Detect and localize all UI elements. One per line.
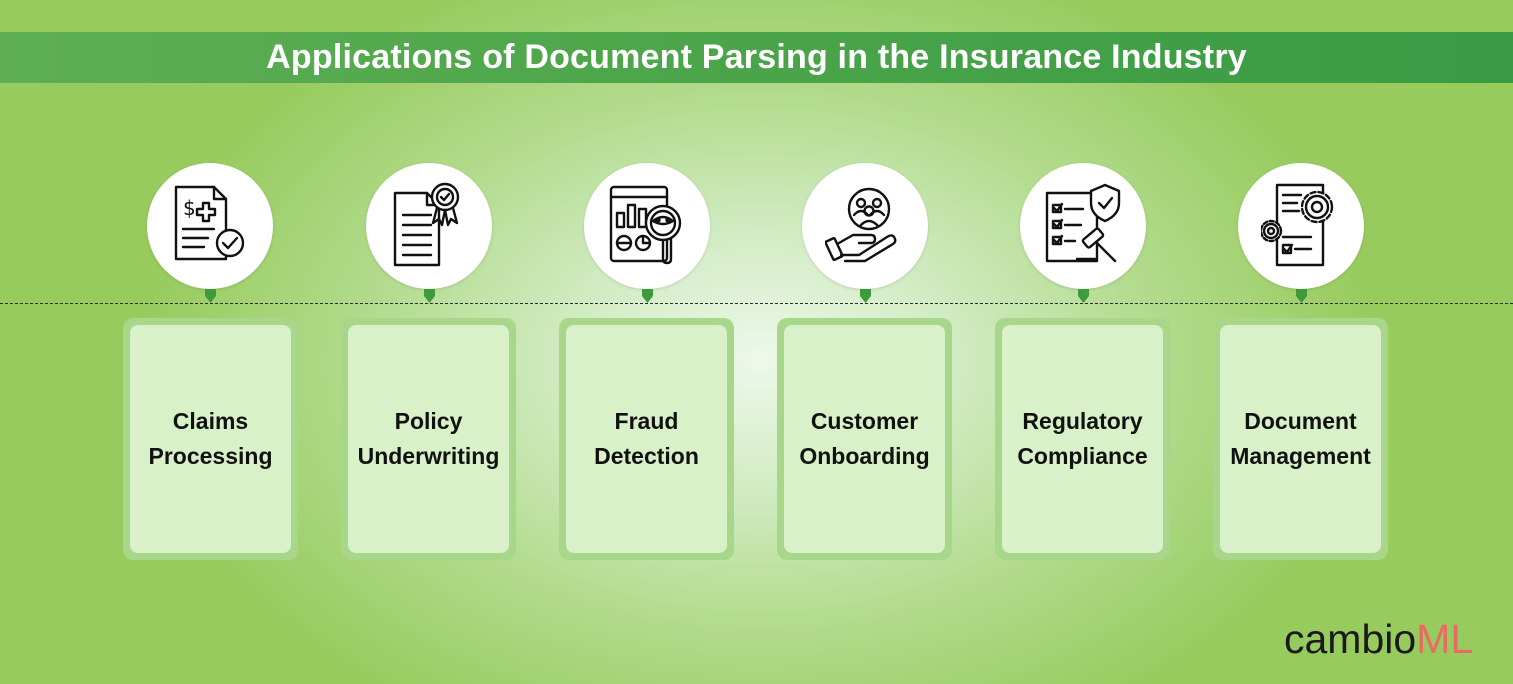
document-gears-icon (1261, 183, 1334, 267)
pin-marker (1078, 289, 1089, 303)
fraud-analytics-icon (609, 185, 682, 265)
pin-marker (860, 289, 871, 303)
card-fraud-detection: Fraud Detection (559, 318, 734, 560)
svg-text:$: $ (183, 196, 196, 220)
document-management-icon-circle (1238, 163, 1364, 289)
pin-marker (642, 289, 653, 303)
onboarding-icon-circle (802, 163, 928, 289)
card-document-management: Document Management (1213, 318, 1388, 560)
customer-hand-icon (825, 187, 897, 263)
card-label: Document Management (1230, 408, 1371, 469)
card-label: Policy Underwriting (357, 408, 500, 469)
pin-marker (1296, 289, 1307, 303)
card-label: Claims Processing (148, 408, 273, 469)
card-claims-processing: Claims Processing (123, 318, 298, 560)
card-customer-onboarding: Customer Onboarding (777, 318, 952, 560)
claim-document-icon: $ (174, 185, 245, 261)
timeline-divider (0, 303, 1513, 304)
fraud-icon-circle (584, 163, 710, 289)
logo-main-text: cambio (1284, 616, 1417, 662)
underwriting-icon-circle (366, 163, 492, 289)
claims-icon-circle: $ (147, 163, 273, 289)
card-regulatory-compliance: Regulatory Compliance (995, 318, 1170, 560)
title-banner: Applications of Document Parsing in the … (0, 32, 1513, 83)
card-policy-underwriting: Policy Underwriting (341, 318, 516, 560)
page-title: Applications of Document Parsing in the … (266, 38, 1247, 76)
logo-accent-text: ML (1416, 616, 1474, 662)
pin-marker (424, 289, 435, 303)
cambioml-logo: cambioML (1284, 616, 1473, 666)
compliance-icon-circle (1020, 163, 1146, 289)
card-label: Regulatory Compliance (1017, 408, 1148, 469)
pin-marker (205, 289, 216, 303)
certified-document-icon (393, 182, 460, 267)
card-label: Customer Onboarding (799, 408, 930, 469)
compliance-checklist-icon (1045, 183, 1121, 263)
card-label: Fraud Detection (594, 408, 699, 469)
